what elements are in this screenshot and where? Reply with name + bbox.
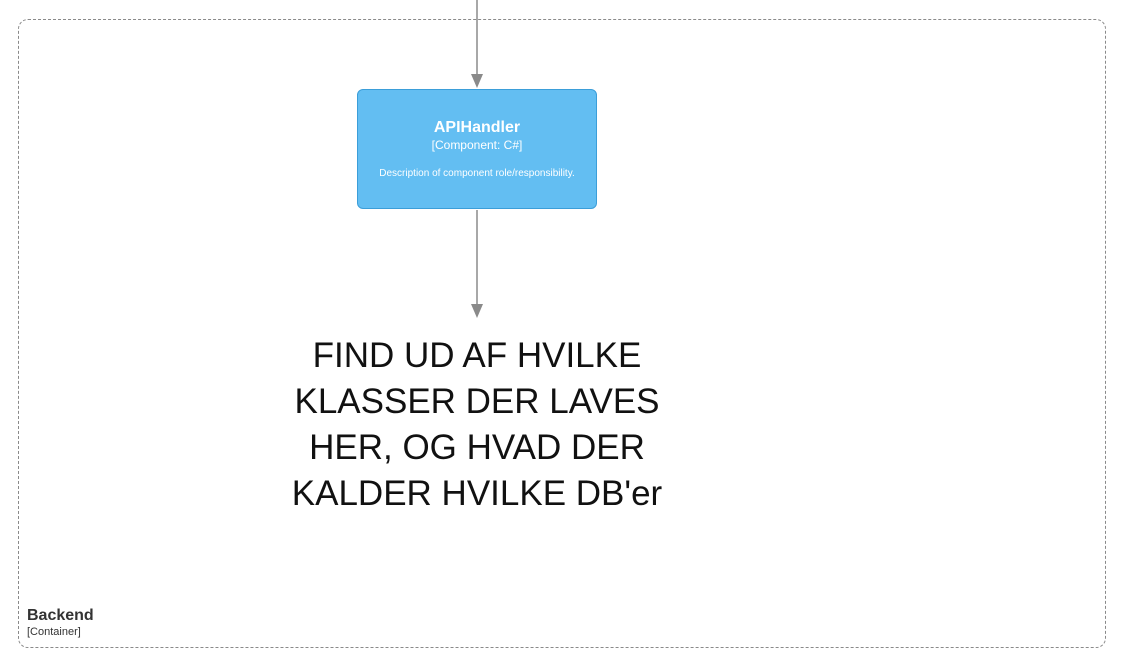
note-text[interactable]: FIND UD AF HVILKE KLASSER DER LAVES HER,… [291, 336, 663, 513]
container-boundary-title: Backend [27, 607, 94, 624]
component-description: Description of component role/responsibi… [379, 168, 575, 179]
outgoing-arrowhead [471, 304, 483, 318]
container-boundary-type: [Container] [27, 626, 81, 638]
component-apihandler[interactable]: APIHandler [Component: C#] Description o… [357, 89, 597, 209]
component-technology: [Component: C#] [431, 138, 523, 152]
incoming-arrowhead [471, 74, 483, 88]
component-name: APIHandler [433, 119, 521, 136]
container-boundary-backend[interactable] [18, 19, 1106, 648]
